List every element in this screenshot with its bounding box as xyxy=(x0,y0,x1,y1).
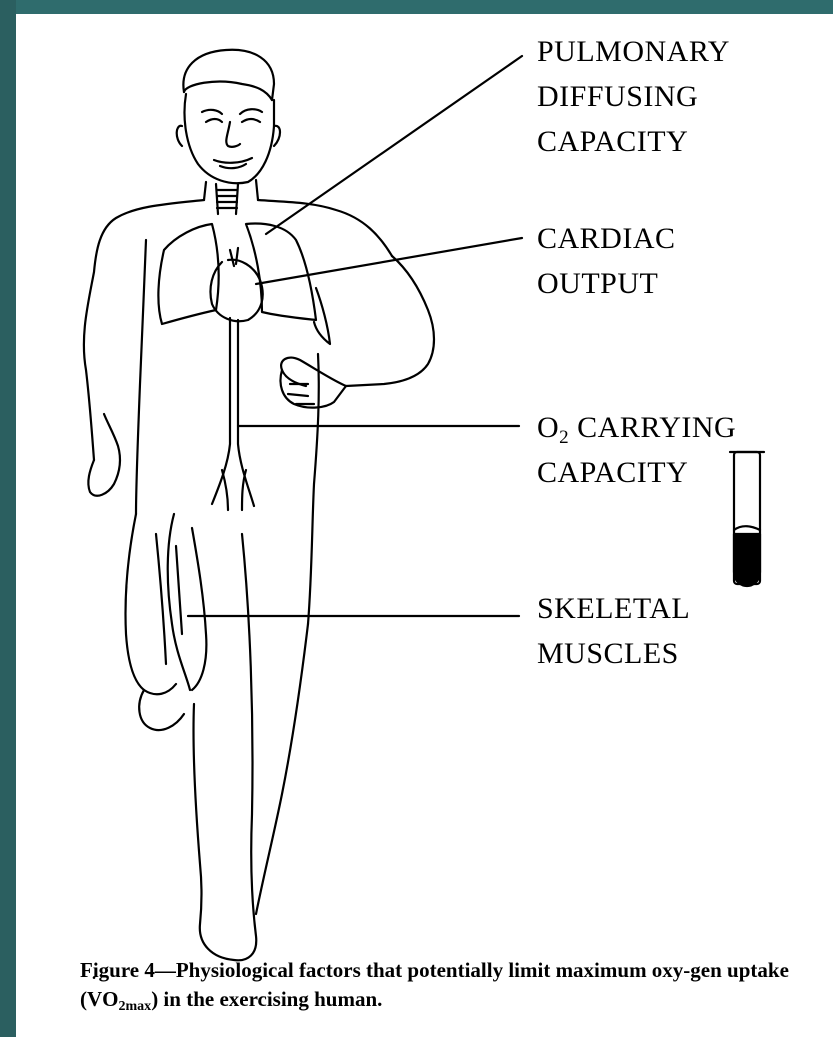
caption-tail: ) in the exercising human. xyxy=(151,987,382,1011)
runner-illustration xyxy=(16,14,833,1037)
slide-frame-top xyxy=(0,0,833,14)
label-line: OUTPUT xyxy=(537,261,676,306)
runner-head xyxy=(177,50,280,183)
label-o2-carrying-capacity: O2 CARRYING CAPACITY xyxy=(537,405,736,495)
label-line: SKELETAL xyxy=(537,586,690,631)
slide-frame-left xyxy=(0,0,16,1037)
vessels xyxy=(212,318,254,510)
lungs xyxy=(158,224,330,344)
label-line: CARDIAC xyxy=(537,216,676,261)
right-hand xyxy=(281,358,347,408)
standing-leg xyxy=(193,534,308,960)
caption-o: O xyxy=(102,987,118,1011)
figure-panel: PULMONARY DIFFUSING CAPACITY CARDIAC OUT… xyxy=(16,14,833,1037)
o2-line1-text: CARRYING xyxy=(569,411,736,444)
o2-symbol: O xyxy=(537,411,559,444)
raised-leg xyxy=(125,514,206,730)
label-line: DIFFUSING xyxy=(537,74,730,119)
neck-trachea xyxy=(204,180,258,214)
figure-caption: Figure 4—Physiological factors that pote… xyxy=(80,956,800,1021)
label-line: CAPACITY xyxy=(537,119,730,164)
label-line: O2 CARRYING xyxy=(537,405,736,450)
label-line: MUSCLES xyxy=(537,631,690,676)
label-skeletal-muscles: SKELETAL MUSCLES xyxy=(537,586,690,676)
label-cardiac-output: CARDIAC OUTPUT xyxy=(537,216,676,306)
label-line: PULMONARY xyxy=(537,29,730,74)
torso-outline xyxy=(84,200,434,624)
label-pulmonary-diffusing-capacity: PULMONARY DIFFUSING CAPACITY xyxy=(537,29,730,164)
caption-v-dot: V xyxy=(87,985,102,1014)
label-line: CAPACITY xyxy=(537,450,736,495)
caption-subscript: 2max xyxy=(119,999,152,1014)
o2-subscript: 2 xyxy=(559,427,569,448)
